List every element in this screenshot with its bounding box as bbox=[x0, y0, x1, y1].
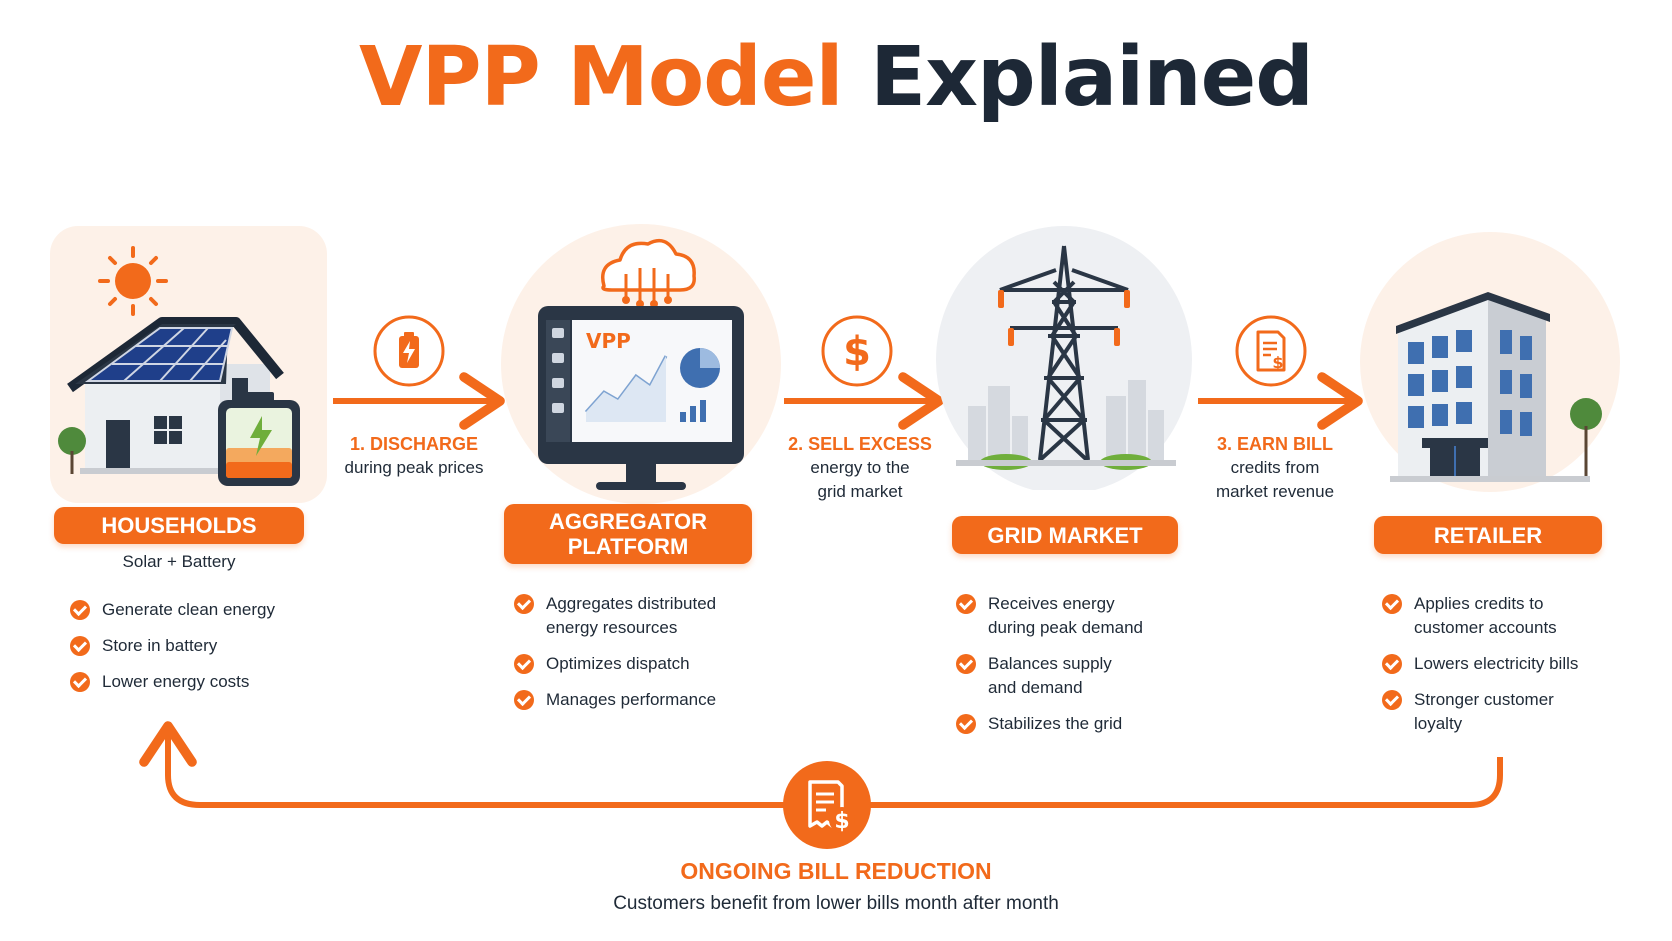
list-item: Stabilizes the grid bbox=[956, 712, 1216, 736]
list-item: Store in battery bbox=[70, 634, 330, 658]
feedback-title: ONGOING BILL REDUCTION bbox=[680, 858, 992, 884]
bullet-text: loyalty bbox=[1414, 714, 1463, 733]
bullet-text: Receives energy bbox=[988, 594, 1115, 613]
flow-step-sell-excess: 2. SELL EXCESS energy to the grid market bbox=[770, 432, 950, 504]
flow-step-desc: credits from bbox=[1230, 458, 1320, 477]
bullet-text: energy resources bbox=[546, 618, 678, 637]
check-icon bbox=[1382, 594, 1402, 614]
bullet-text: Stabilizes the grid bbox=[988, 714, 1123, 733]
flow-step-desc: energy to the bbox=[810, 458, 910, 477]
bullet-text: Balances supply bbox=[988, 654, 1112, 673]
flow-step-title: 1. DISCHARGE bbox=[349, 434, 479, 454]
bullet-text: Optimizes dispatch bbox=[546, 654, 690, 673]
svg-text:$: $ bbox=[843, 329, 871, 375]
invoice-icon: $ bbox=[1235, 315, 1307, 387]
bullet-text: Applies credits to bbox=[1414, 594, 1544, 613]
dollar-icon: $ bbox=[821, 315, 893, 387]
svg-text:$: $ bbox=[1272, 353, 1283, 372]
check-icon bbox=[70, 600, 90, 620]
check-icon bbox=[514, 654, 534, 674]
title-rest: Explained bbox=[870, 30, 1314, 125]
bullet-text: Lower energy costs bbox=[102, 672, 250, 691]
flow-step-desc: grid market bbox=[817, 482, 903, 501]
stage-label-line: AGGREGATOR bbox=[548, 509, 708, 534]
check-icon bbox=[514, 594, 534, 614]
office-building-icon bbox=[1360, 232, 1620, 492]
stage-label-retailer: RETAILER bbox=[1374, 516, 1602, 554]
list-item: Receives energy during peak demand bbox=[956, 592, 1216, 640]
bullet-text: Stronger customer bbox=[1414, 690, 1554, 709]
flow-step-discharge: 1. DISCHARGE during peak prices bbox=[318, 432, 510, 480]
title-highlight: VPP Model bbox=[359, 30, 844, 125]
stage-label-households: HOUSEHOLDS bbox=[54, 507, 304, 544]
grid-market-bullet-list: Receives energy during peak demand Balanc… bbox=[956, 592, 1216, 748]
bullet-text: customer accounts bbox=[1414, 618, 1557, 637]
house-solar-battery-icon bbox=[50, 226, 327, 503]
battery-icon bbox=[373, 315, 445, 387]
transmission-tower-icon bbox=[936, 226, 1192, 490]
stage-label-line: PLATFORM bbox=[567, 534, 689, 559]
flow-step-desc: market revenue bbox=[1215, 482, 1335, 501]
bullet-text: Aggregates distributed bbox=[546, 594, 717, 613]
check-icon bbox=[70, 636, 90, 656]
feedback-description: Customers benefit from lower bills month… bbox=[613, 893, 1059, 914]
list-item: Lower energy costs bbox=[70, 670, 330, 694]
list-item: Balances supply and demand bbox=[956, 652, 1216, 700]
list-item: Optimizes dispatch bbox=[514, 652, 794, 676]
bill-receipt-icon: $ bbox=[783, 761, 871, 849]
vpp-monitor-icon: VPP bbox=[501, 224, 781, 504]
flow-step-earn-bill: 3. EARN BILL credits from market revenue bbox=[1185, 432, 1365, 504]
list-item: Generate clean energy bbox=[70, 598, 330, 622]
check-icon bbox=[1382, 690, 1402, 710]
list-item: Lowers electricity bills bbox=[1382, 652, 1642, 676]
svg-text:$: $ bbox=[834, 809, 849, 834]
screen-label: VPP bbox=[586, 329, 631, 353]
bullet-text: Generate clean energy bbox=[102, 600, 275, 619]
retailer-bullet-list: Applies credits to customer accounts Lowe… bbox=[1382, 592, 1642, 748]
flow-step-title: 3. EARN BILL bbox=[1216, 434, 1333, 454]
bullet-text: during peak demand bbox=[988, 618, 1144, 637]
list-item: Manages performance bbox=[514, 688, 794, 712]
flow-step-title: 2. SELL EXCESS bbox=[788, 434, 932, 454]
list-item: Aggregates distributed energy resources bbox=[514, 592, 794, 640]
bullet-text: Lowers electricity bills bbox=[1414, 654, 1579, 673]
check-icon bbox=[514, 690, 534, 710]
stage-subtitle: Solar + Battery bbox=[122, 552, 236, 571]
check-icon bbox=[956, 714, 976, 734]
page-title: VPP Model Explained bbox=[0, 30, 1672, 125]
list-item: Applies credits to customer accounts bbox=[1382, 592, 1642, 640]
bullet-text: Manages performance bbox=[546, 690, 717, 709]
bullet-text: and demand bbox=[988, 678, 1083, 697]
aggregator-bullet-list: Aggregates distributed energy resources O… bbox=[514, 592, 794, 724]
check-icon bbox=[1382, 654, 1402, 674]
stage-label-grid-market: GRID MARKET bbox=[952, 516, 1178, 554]
households-bullet-list: Generate clean energy Store in battery L… bbox=[70, 598, 330, 706]
check-icon bbox=[956, 654, 976, 674]
check-icon bbox=[70, 672, 90, 692]
bullet-text: Store in battery bbox=[102, 636, 218, 655]
list-item: Stronger customer loyalty bbox=[1382, 688, 1642, 736]
check-icon bbox=[956, 594, 976, 614]
flow-step-desc: during peak prices bbox=[344, 458, 484, 477]
